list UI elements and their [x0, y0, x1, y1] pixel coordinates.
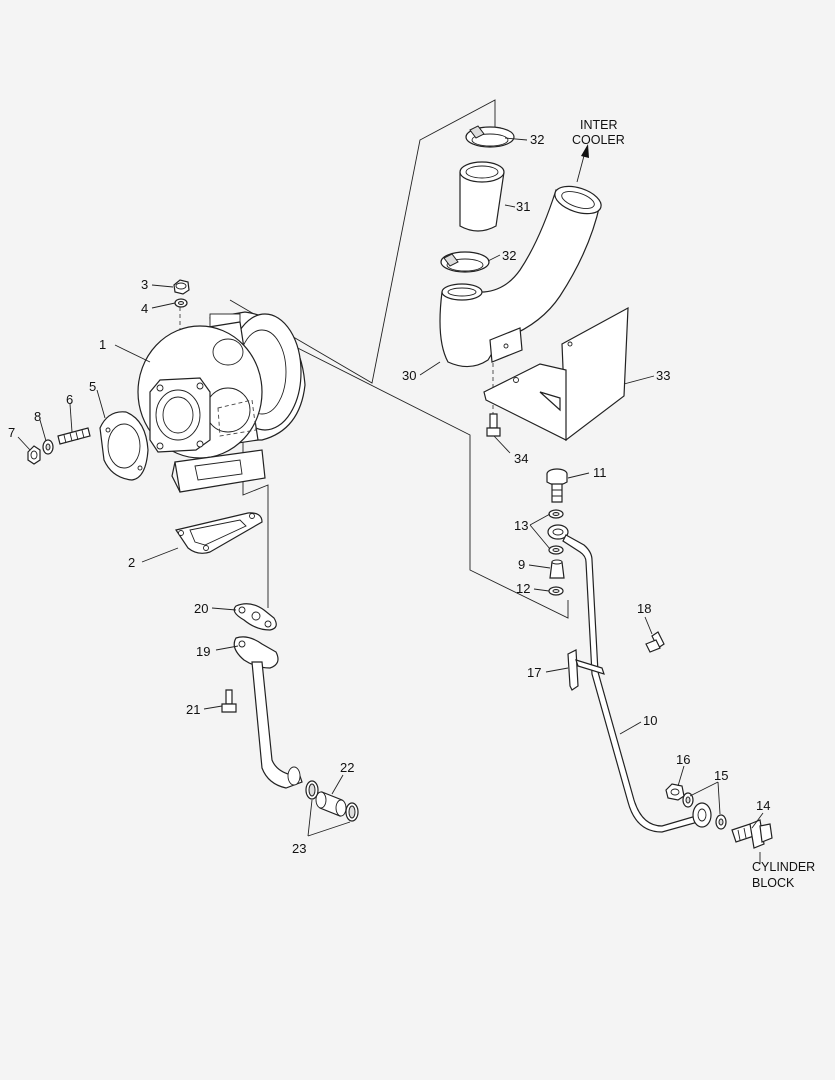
label-part-20: 20 [194, 601, 208, 616]
turbocharger-part-1 [137, 311, 306, 493]
eye-bolt-part-11 [546, 468, 568, 503]
label-part-32-lower: 32 [502, 248, 516, 263]
label-part-1: 1 [99, 337, 106, 352]
union-bolt-part-14 [731, 819, 773, 849]
washer-part-15b [715, 814, 727, 830]
washer-part-12 [548, 586, 564, 596]
clip-part-17 [567, 649, 605, 691]
label-part-6: 6 [66, 392, 73, 407]
label-part-12: 12 [516, 581, 530, 596]
clamp-part-32-upper [465, 125, 515, 148]
nut-part-16 [665, 783, 685, 801]
leader-lines [17, 137, 764, 837]
note-cylinder-line1: CYLINDER [752, 860, 815, 874]
label-part-4: 4 [141, 301, 148, 316]
air-pipe-part-30 [439, 185, 602, 368]
washer-part-15a [682, 792, 694, 808]
label-part-30: 30 [402, 368, 416, 383]
label-part-10: 10 [643, 713, 657, 728]
label-part-17: 17 [527, 665, 541, 680]
note-intercooler-line1: INTER [580, 118, 618, 132]
note-intercooler-line2: COOLER [572, 133, 625, 147]
hose-part-22 [315, 791, 347, 817]
part-labels: 1 2 3 4 5 6 7 8 9 10 11 12 13 14 15 16 1… [8, 132, 770, 856]
nut-part-3 [173, 279, 190, 295]
bolt-part-18 [645, 631, 665, 653]
label-part-31: 31 [516, 199, 530, 214]
clamp-part-23a [305, 780, 319, 800]
note-cylinder-line2: BLOCK [752, 876, 795, 890]
hose-part-31 [459, 161, 505, 232]
label-part-22: 22 [340, 760, 354, 775]
nut-part-7 [27, 445, 41, 465]
label-part-21: 21 [186, 702, 200, 717]
label-part-34: 34 [514, 451, 528, 466]
washer-part-13-lower [548, 545, 564, 555]
gasket-part-5 [99, 411, 149, 481]
label-part-19: 19 [196, 644, 210, 659]
label-part-14: 14 [756, 798, 770, 813]
adapter-part-9 [549, 559, 565, 579]
diagram-notes: INTER COOLER CYLINDER BLOCK [572, 118, 815, 890]
washer-part-4 [174, 298, 188, 308]
label-part-11: 11 [593, 465, 607, 480]
gasket-part-2 [175, 512, 263, 554]
clamp-part-23b [345, 802, 359, 822]
label-part-9: 9 [518, 557, 525, 572]
oil-pipe-part-10 [547, 524, 712, 833]
label-part-33: 33 [656, 368, 670, 383]
label-part-7: 7 [8, 425, 15, 440]
label-part-32-upper: 32 [530, 132, 544, 147]
label-part-16: 16 [676, 752, 690, 767]
stud-part-6 [57, 427, 91, 445]
washer-part-13-upper [548, 509, 564, 519]
label-part-8: 8 [34, 409, 41, 424]
bracket-part-33 [483, 306, 629, 442]
label-part-23: 23 [292, 841, 306, 856]
label-part-3: 3 [141, 277, 148, 292]
washer-part-8 [42, 439, 54, 455]
intercooler-arrow [576, 144, 589, 183]
bolt-part-34 [486, 413, 501, 437]
label-part-2: 2 [128, 555, 135, 570]
label-part-15: 15 [714, 768, 728, 783]
label-part-5: 5 [89, 379, 96, 394]
drain-pipe-part-19 [233, 636, 303, 789]
gasket-part-20 [233, 603, 277, 631]
label-part-18: 18 [637, 601, 651, 616]
bolt-part-21 [221, 689, 237, 713]
clamp-part-32-lower [440, 251, 490, 273]
label-part-13: 13 [514, 518, 528, 533]
